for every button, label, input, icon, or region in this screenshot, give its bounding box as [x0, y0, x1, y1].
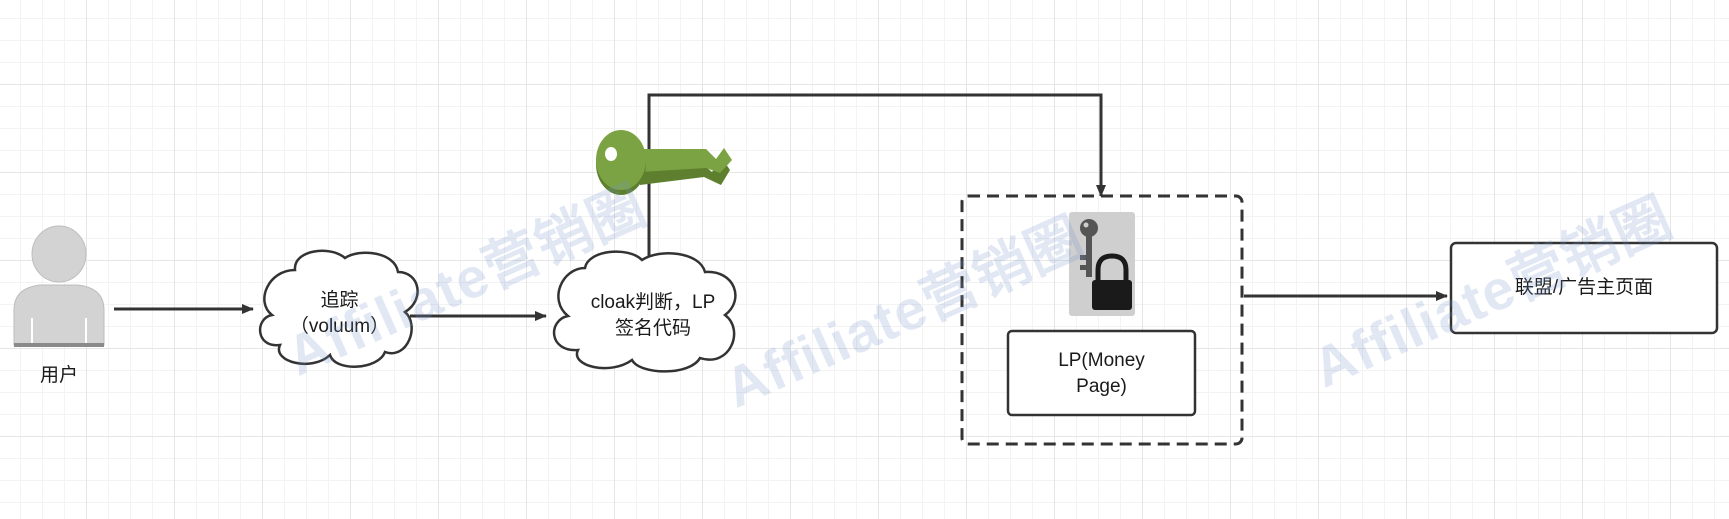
cloak-label: cloak判断，LP 签名代码: [553, 290, 753, 342]
key-lock-icon: [1069, 212, 1135, 316]
affiliate-page-box: [1449, 241, 1719, 335]
tracker-cloud: [258, 249, 419, 368]
cloak-label-line1: cloak判断，LP: [590, 292, 716, 313]
key-icon: [596, 130, 736, 195]
lp-label-line2: Page): [1076, 376, 1127, 397]
user-icon: [13, 225, 105, 347]
tracker-label: 追踪 （voluum）: [262, 288, 417, 340]
tracker-label-line1: 追踪: [320, 290, 359, 311]
lp-label-line1: LP(Money: [1058, 350, 1145, 371]
tracker-label-line2: （voluum）: [289, 316, 390, 337]
cloak-label-line2: 签名代码: [614, 318, 691, 339]
lp-label: LP(Money Page): [1008, 348, 1195, 400]
lp-container: [960, 194, 1244, 446]
lp-money-page-box: [1006, 329, 1197, 417]
affiliate-label: 联盟/广告主页面: [1514, 277, 1654, 298]
cloak-cloud: [552, 250, 737, 373]
user-label: 用户: [39, 365, 78, 386]
